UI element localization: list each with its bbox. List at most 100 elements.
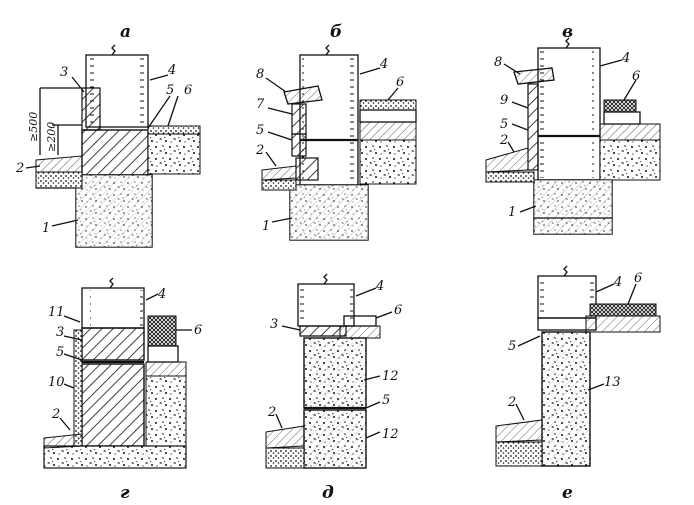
label-2: 2 [51, 407, 60, 422]
floor-insulation [147, 315, 177, 347]
floor-insulation [603, 99, 637, 113]
sill-8 [283, 85, 323, 105]
floor-finish [359, 99, 417, 111]
leader-2 [265, 151, 277, 167]
label-6: 6 [396, 75, 404, 90]
leader-12-upper [363, 375, 381, 381]
label-6: 6 [634, 271, 642, 286]
dim-200: ≥200 [45, 122, 58, 152]
leader-2 [515, 403, 525, 421]
blind-area-base [495, 441, 543, 467]
panel-d-caption: д [322, 483, 334, 503]
cladding-7 [291, 103, 307, 135]
leader-6 [387, 87, 399, 101]
blind-area-base [261, 179, 297, 191]
break-mark [563, 265, 568, 277]
leader-1 [271, 217, 293, 223]
leader-5 [147, 95, 171, 129]
leader-4 [599, 59, 623, 67]
wall-block [537, 47, 601, 181]
panel-e-caption: е [562, 483, 573, 503]
leader-8 [265, 77, 287, 93]
floor-base [599, 139, 661, 181]
label-2: 2 [255, 143, 264, 158]
label-8: 8 [494, 55, 502, 70]
floor-slab [339, 325, 381, 339]
dim-500: ≥500 [27, 112, 40, 142]
leader-8 [503, 63, 521, 75]
label-13: 13 [604, 375, 621, 390]
floor-slab [599, 123, 661, 141]
label-5: 5 [382, 393, 390, 408]
label-5: 5 [508, 339, 516, 354]
panel-v: в 8 4 6 9 5 2 1 [485, 22, 661, 235]
wall-block [81, 287, 145, 329]
leader-3 [71, 76, 85, 93]
leader-5 [267, 131, 293, 141]
blind-area [495, 419, 543, 443]
leader-6 [627, 283, 637, 305]
plinth-band [299, 325, 347, 337]
blind-area [35, 155, 83, 173]
blind-area [43, 433, 83, 449]
blind-area-base [265, 447, 305, 469]
leader-5 [517, 335, 541, 347]
pier-13-hatch [542, 332, 590, 466]
plinth-cladding [81, 87, 101, 131]
leader-6 [167, 95, 179, 127]
foundation-fill [290, 185, 368, 240]
label-1: 1 [42, 221, 50, 236]
break-mark [323, 273, 328, 285]
leader-4 [149, 74, 169, 81]
label-2: 2 [15, 161, 24, 176]
plinth-upper [81, 327, 145, 361]
foundation-fill [76, 175, 152, 247]
panel-b-caption: б [330, 22, 342, 42]
label-4: 4 [167, 63, 176, 78]
wall-ticks-right [350, 57, 357, 183]
panel-e: е 4 6 5 13 2 [495, 265, 661, 503]
cladding-5 [291, 133, 307, 157]
break-mark [111, 44, 116, 56]
label-8: 8 [256, 67, 264, 82]
blind-area-base [35, 171, 83, 189]
panel-g: г 4 11 3 6 5 10 2 [43, 277, 202, 503]
label-5: 5 [56, 345, 64, 360]
wall-ticks-right [592, 50, 599, 178]
wall-ticks-left [300, 286, 307, 324]
wall-ticks-left [84, 290, 91, 326]
floor-joists [359, 109, 417, 123]
footing [43, 445, 187, 469]
leader-10 [63, 383, 75, 389]
plinth-masonry [81, 129, 149, 176]
blind-area [261, 165, 297, 181]
panel-g-caption: г [120, 483, 130, 503]
floor-insulation [589, 303, 657, 317]
leader-4 [359, 67, 381, 75]
panel-d: д 4 6 3 12 5 2 12 [265, 273, 402, 503]
leader-7 [267, 107, 293, 115]
label-1: 1 [262, 219, 270, 234]
label-7: 7 [256, 97, 265, 112]
label-12-lower: 12 [382, 427, 399, 442]
label-4: 4 [157, 287, 166, 302]
leader-5 [511, 123, 529, 131]
block-12-lower-hatch [304, 410, 366, 468]
label-2: 2 [507, 395, 516, 410]
break-mark [565, 37, 570, 49]
leader-4 [355, 287, 377, 297]
leader-13 [587, 383, 605, 391]
floor-base [359, 139, 417, 185]
label-11: 11 [48, 305, 65, 320]
cladding-9 [527, 83, 539, 171]
label-4: 4 [621, 51, 630, 66]
blind-area-base [485, 171, 535, 183]
label-5: 5 [256, 123, 264, 138]
leader-4 [145, 293, 159, 301]
label-6: 6 [394, 303, 402, 318]
leader-6 [623, 79, 637, 101]
leader-9 [511, 101, 529, 109]
floor-slab [585, 315, 661, 333]
leader-4 [595, 283, 615, 293]
